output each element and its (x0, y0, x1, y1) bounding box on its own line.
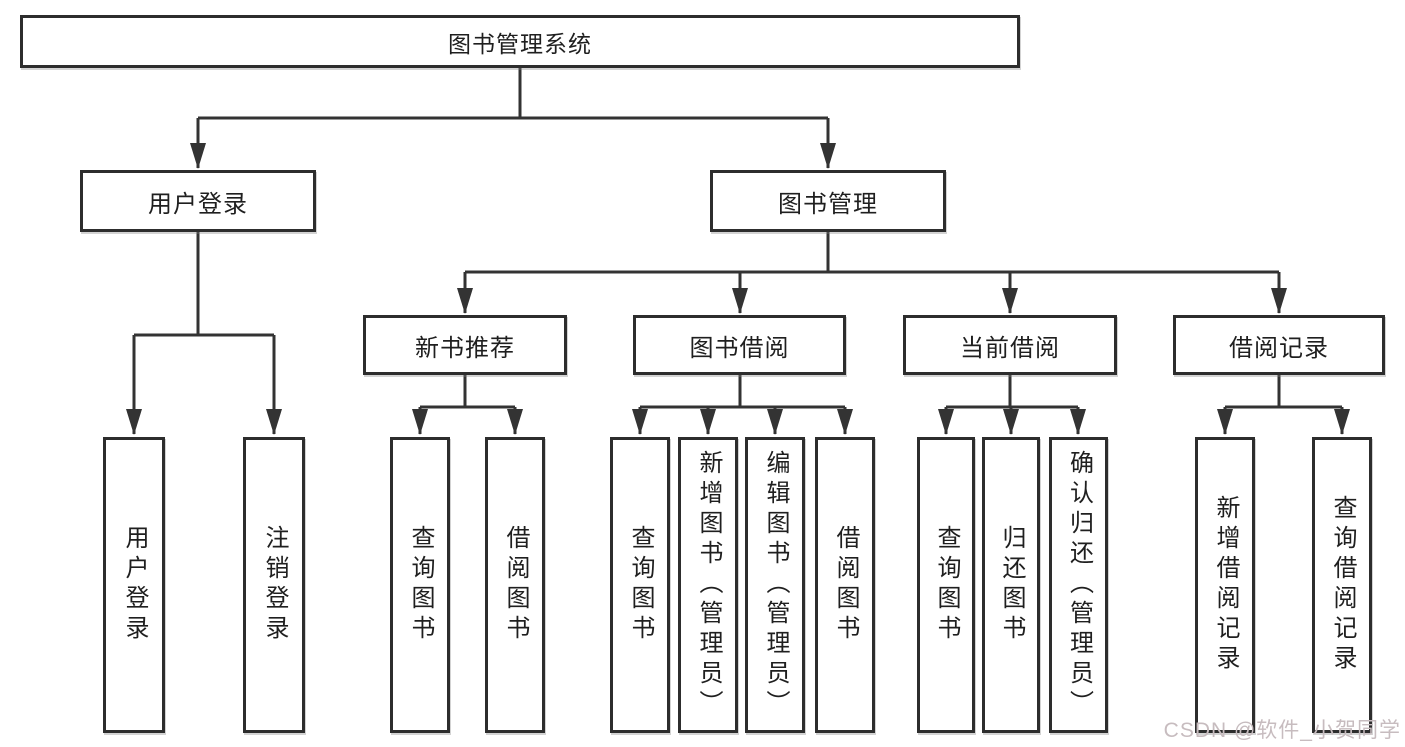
leaf-add-borrow-record: 新增借阅记录 (1195, 437, 1255, 733)
node-borrow-records: 借阅记录 (1173, 315, 1385, 375)
leaf-borrow-books-borrow: 借阅图书 (815, 437, 875, 733)
node-new-book-recommend: 新书推荐 (363, 315, 567, 375)
node-label: 注销登录 (261, 525, 288, 645)
node-label: 归还图书 (998, 525, 1025, 645)
node-book-management: 图书管理 (710, 170, 946, 232)
node-label: 图书管理系统 (448, 30, 592, 57)
node-label: 确认归还（管理员） (1065, 450, 1093, 720)
node-label: 查询借阅记录 (1329, 495, 1356, 675)
leaf-add-books-admin: 新增图书（管理员） (678, 437, 738, 733)
node-label: 图书借阅 (689, 334, 790, 362)
node-label: 当前借阅 (960, 334, 1060, 362)
node-library-system: 图书管理系统 (20, 15, 1020, 68)
leaf-query-books-recommend: 查询图书 (390, 437, 450, 733)
node-current-borrowing: 当前借阅 (903, 315, 1117, 375)
node-label: 新增借阅记录 (1212, 495, 1239, 675)
node-user-login: 用户登录 (80, 170, 316, 232)
node-label: 用户登录 (148, 190, 248, 218)
leaf-edit-books-admin: 编辑图书（管理员） (745, 437, 805, 733)
node-label: 新书推荐 (415, 334, 515, 362)
leaf-query-borrow-record: 查询借阅记录 (1312, 437, 1372, 733)
node-label: 用户登录 (121, 525, 148, 645)
node-label: 查询图书 (407, 525, 434, 645)
node-label: 查询图书 (933, 525, 960, 645)
leaf-user-login: 用户登录 (103, 437, 165, 733)
leaf-confirm-return-admin: 确认归还（管理员） (1049, 437, 1108, 733)
leaf-logout: 注销登录 (243, 437, 305, 733)
leaf-borrow-books-recommend: 借阅图书 (485, 437, 545, 733)
node-label: 编辑图书（管理员） (762, 450, 789, 720)
leaf-query-books-borrow: 查询图书 (610, 437, 670, 733)
node-label: 借阅记录 (1229, 334, 1329, 362)
node-label: 新增图书（管理员） (695, 450, 722, 720)
node-label: 图书管理 (778, 190, 878, 218)
leaf-return-books: 归还图书 (982, 437, 1040, 733)
node-label: 借阅图书 (502, 525, 529, 645)
node-label: 借阅图书 (832, 525, 859, 645)
node-book-borrowing: 图书借阅 (633, 315, 846, 375)
leaf-query-books-current: 查询图书 (917, 437, 975, 733)
watermark: CSDN @软件_小贺同学 (1163, 719, 1401, 742)
node-label: 查询图书 (627, 525, 654, 645)
